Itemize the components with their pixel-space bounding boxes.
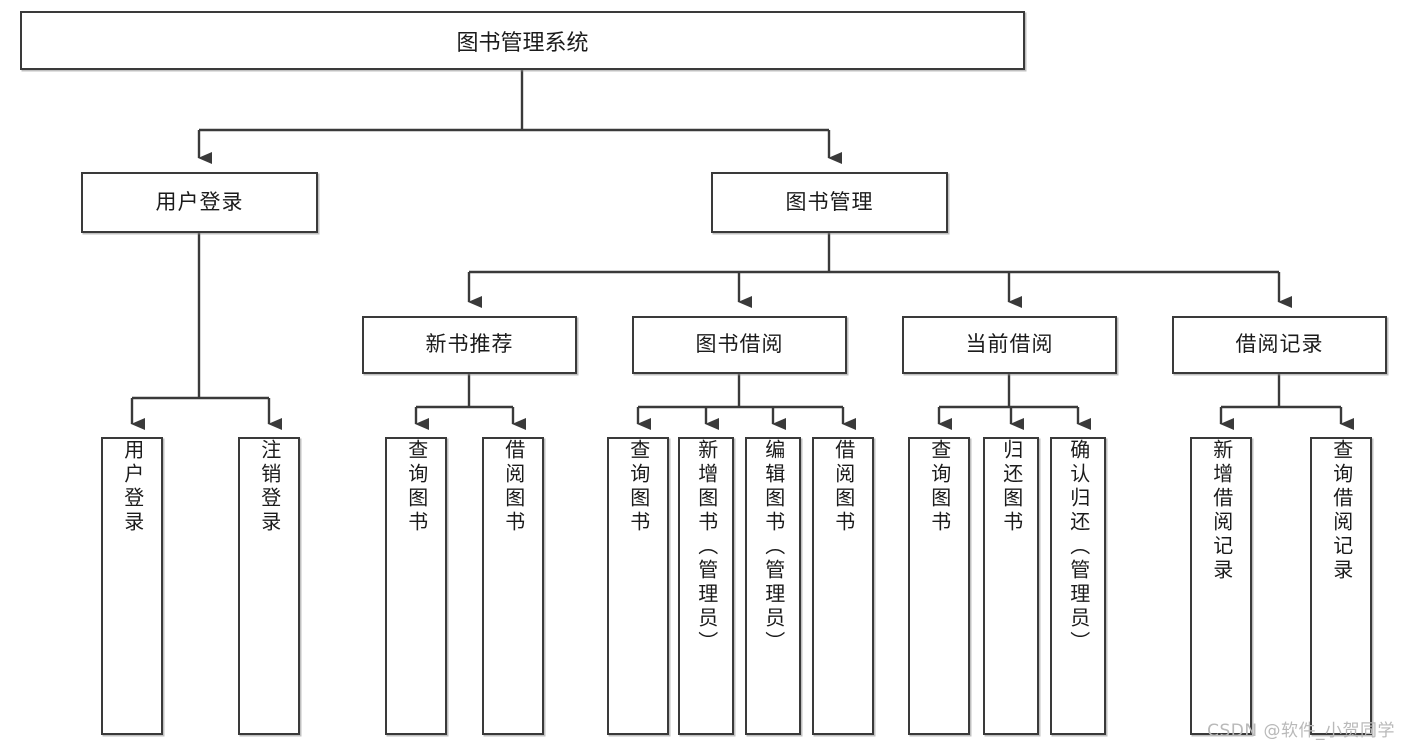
leaf-edit-book-admin[interactable]: 编辑图书（管理员） (745, 437, 801, 735)
leaf-logout[interactable]: 注销登录 (238, 437, 300, 735)
leaf-logout-label: 注销登录 (257, 439, 282, 535)
csdn-watermark: CSDN @软件_小贺同学 (1207, 721, 1395, 741)
leaf-query-books-current-label: 查询图书 (927, 439, 952, 535)
node-root-system[interactable]: 图书管理系统 (20, 11, 1025, 70)
node-user-login[interactable]: 用户登录 (81, 172, 318, 233)
node-new-book-recommend-label: 新书推荐 (425, 332, 514, 357)
leaf-add-book-admin[interactable]: 新增图书（管理员） (678, 437, 734, 735)
leaf-borrow-books-recommend[interactable]: 借阅图书 (482, 437, 544, 735)
node-borrow-records-label: 借阅记录 (1235, 332, 1324, 357)
node-current-borrow-label: 当前借阅 (965, 332, 1054, 357)
leaf-return-books-label: 归还图书 (999, 439, 1024, 535)
leaf-user-login[interactable]: 用户登录 (101, 437, 163, 735)
leaf-add-borrow-record[interactable]: 新增借阅记录 (1190, 437, 1252, 735)
leaf-add-book-admin-label: 新增图书（管理员） (694, 439, 719, 655)
node-new-book-recommend[interactable]: 新书推荐 (362, 316, 577, 374)
leaf-query-books-borrow-label: 查询图书 (626, 439, 651, 535)
leaf-borrow-books-label: 借阅图书 (831, 439, 856, 535)
node-borrow-records[interactable]: 借阅记录 (1172, 316, 1387, 374)
node-book-management-label: 图书管理 (785, 189, 874, 214)
node-current-borrow[interactable]: 当前借阅 (902, 316, 1117, 374)
leaf-borrow-books-recommend-label: 借阅图书 (501, 439, 526, 535)
node-book-borrow[interactable]: 图书借阅 (632, 316, 847, 374)
leaf-user-login-label: 用户登录 (120, 439, 145, 535)
leaf-query-books-recommend[interactable]: 查询图书 (385, 437, 447, 735)
node-book-borrow-label: 图书借阅 (695, 332, 784, 357)
leaf-query-books-borrow[interactable]: 查询图书 (607, 437, 669, 735)
leaf-edit-book-admin-label: 编辑图书（管理员） (761, 439, 786, 655)
node-user-login-label: 用户登录 (155, 189, 244, 214)
leaf-add-borrow-record-label: 新增借阅记录 (1209, 439, 1234, 583)
leaf-confirm-return-admin-label: 确认归还（管理员） (1066, 439, 1091, 655)
node-book-management[interactable]: 图书管理 (711, 172, 948, 233)
leaf-confirm-return-admin[interactable]: 确认归还（管理员） (1050, 437, 1106, 735)
leaf-query-borrow-record[interactable]: 查询借阅记录 (1310, 437, 1372, 735)
leaf-return-books[interactable]: 归还图书 (983, 437, 1039, 735)
leaf-query-borrow-record-label: 查询借阅记录 (1329, 439, 1354, 583)
leaf-query-books-recommend-label: 查询图书 (404, 439, 429, 535)
leaf-borrow-books[interactable]: 借阅图书 (812, 437, 874, 735)
node-root-label: 图书管理系统 (456, 30, 589, 56)
leaf-query-books-current[interactable]: 查询图书 (908, 437, 970, 735)
